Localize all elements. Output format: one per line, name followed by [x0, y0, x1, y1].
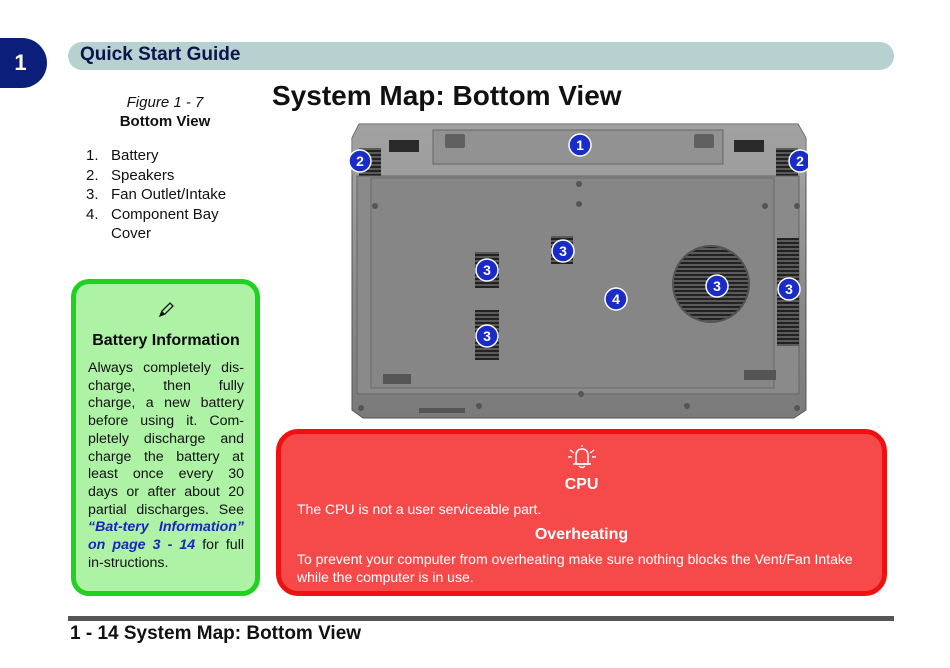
battery-note-box: Battery Information Always completely di… — [71, 279, 260, 596]
footer-page-label: 1 - 14 System Map: Bottom View — [70, 623, 362, 644]
list-item: 1.Battery — [86, 147, 159, 164]
callout-3 — [475, 258, 499, 282]
svg-text:3: 3 — [483, 262, 491, 278]
header-title: Quick Start Guide — [80, 44, 241, 65]
callout-3 — [475, 324, 499, 348]
note-title: Battery Information — [92, 332, 240, 349]
chapter-tab: 1 — [0, 38, 47, 88]
battery-info-link[interactable]: “Bat-tery Information” on page 3 - 14 — [88, 519, 244, 554]
note-text: Always completely dis-charge, then fully… — [88, 360, 245, 571]
svg-text:3: 3 — [483, 328, 491, 344]
figure-caption: Figure 1 - 7 Bottom View — [70, 94, 260, 130]
figure-name: Bottom View — [119, 113, 211, 130]
list-item: 3.Fan Outlet/Intake — [86, 186, 227, 203]
warning-text-cpu: The CPU is not a user serviceable part. — [297, 501, 542, 517]
warning-title-cpu: CPU — [564, 476, 599, 493]
svg-text:2: 2 — [796, 153, 804, 169]
figure-number: Figure 1 - 7 — [126, 94, 204, 111]
callout-1 — [568, 133, 592, 157]
svg-text:1: 1 — [576, 137, 584, 153]
page-title: System Map: Bottom View — [272, 80, 622, 111]
callout-2 — [788, 149, 808, 173]
alarm-bell-icon — [567, 445, 596, 469]
svg-text:3: 3 — [559, 243, 567, 259]
callout-4 — [604, 287, 628, 311]
callout-3 — [777, 277, 801, 301]
header-bar: Quick Start Guide — [68, 42, 894, 70]
callout-3 — [705, 274, 729, 298]
laptop-bottom-image: 1 2 2 3 3 3 3 3 4 — [349, 123, 808, 419]
list-item: 2.Speakers — [86, 166, 175, 184]
svg-text:4: 4 — [612, 291, 620, 307]
svg-text:3: 3 — [785, 281, 793, 297]
list-item: 4.Component Bay Cover — [86, 205, 219, 243]
warning-text-overheating: To prevent your computer from overheatin… — [297, 551, 853, 585]
legend-list: 1.Battery 2.Speakers 3.Fan Outlet/Intake… — [86, 146, 266, 244]
pencil-icon — [158, 302, 174, 318]
warning-title-overheating: Overheating — [534, 526, 629, 543]
warning-box: CPU The CPU is not a user serviceable pa… — [276, 429, 887, 596]
footer-rule — [68, 616, 894, 621]
svg-text:2: 2 — [356, 153, 364, 169]
svg-text:3: 3 — [713, 278, 721, 294]
callout-2 — [349, 149, 372, 173]
callout-3 — [551, 239, 575, 263]
